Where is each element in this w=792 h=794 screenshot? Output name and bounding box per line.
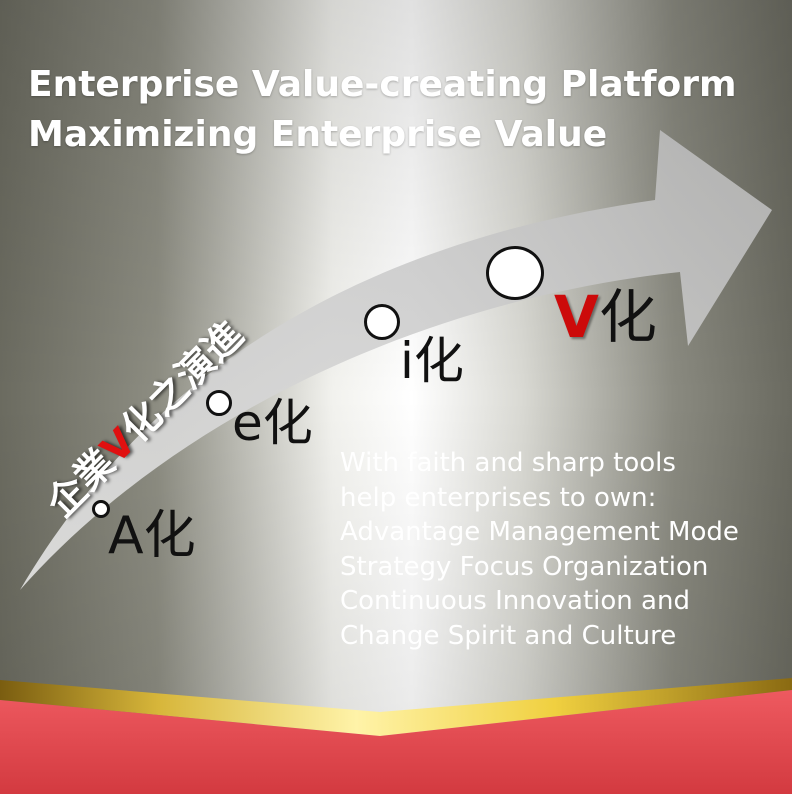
stage-dot-e [206,390,232,416]
title-line-2: Maximizing Enterprise Value [28,114,608,155]
stage-dot-v [486,246,544,300]
stage-label-e: e化 [232,394,313,452]
stage-v-suffix: 化 [598,283,657,351]
title-line-1: Enterprise Value-creating Platform [28,64,737,105]
progress-arrow [20,130,772,590]
stage-v-letter: V [554,283,599,351]
mission-line: Strategy Focus Organization [340,551,709,582]
red-ribbon [0,690,792,794]
gold-ribbon [0,678,792,736]
mission-text: With faith and sharp tools help enterpri… [340,446,739,653]
stage-label-v: V化 [554,288,657,346]
mission-line: Advantage Management Mode [340,517,739,547]
mission-line: With faith and sharp tools [340,448,676,478]
stage-dot-i [364,304,400,340]
stage-dot-a [92,500,110,518]
stage-label-a: A化 [108,506,196,566]
mission-line: help enterprises to own: [340,482,657,513]
mission-line: Change Spirit and Culture [340,620,677,651]
stage-label-i: i化 [400,332,464,390]
mission-line: Continuous Innovation and [340,586,690,616]
